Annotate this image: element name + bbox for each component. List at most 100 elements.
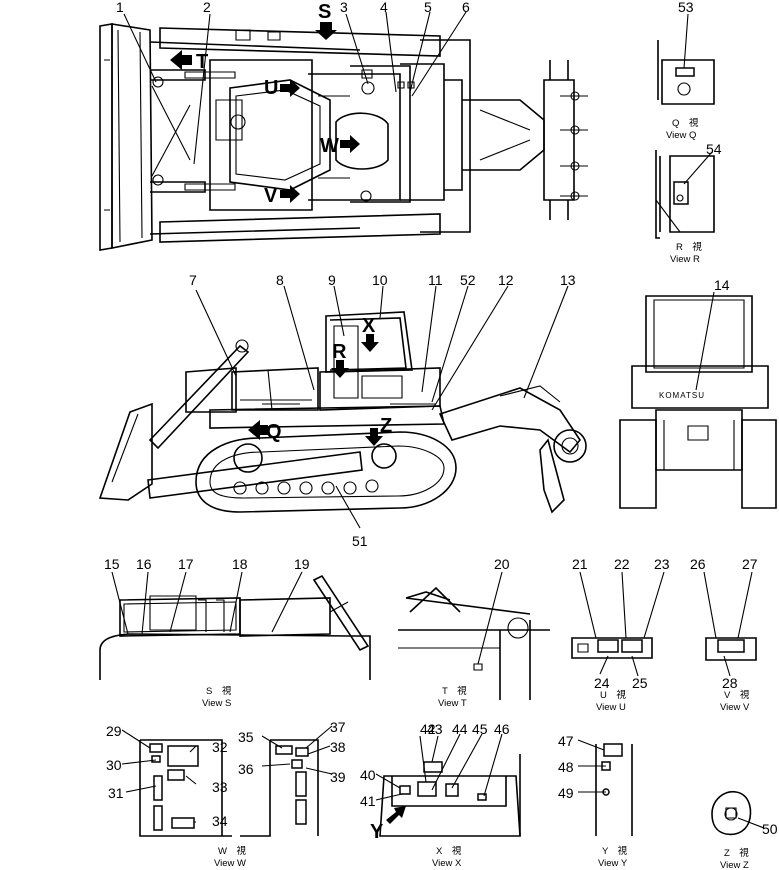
view-z-caption-jp: Z 視 [724,847,749,859]
callout-number: 6 [462,0,470,15]
callout-number: 14 [714,277,730,293]
callout-number: 7 [189,272,197,288]
arrow-y-icon [386,806,406,824]
callout-number: 20 [494,556,510,572]
view-u-caption-jp: U 視 [600,689,626,701]
callout-number: 44 [452,721,468,737]
view-t-caption: View T [438,698,467,709]
callout-number: 49 [558,785,574,801]
callout-number: 26 [690,556,706,572]
arrow-letter-v: V [264,185,278,207]
arrow-q-icon [248,420,268,440]
callout-number: 18 [232,556,248,572]
callout-number: 25 [632,675,648,691]
callout-numbers: 1 2 3 4 5 6 7 8 9 10 11 12 13 14 15 16 1… [104,0,778,837]
callout-number: 50 [762,821,778,837]
callout-number: 42 [420,721,436,737]
arrow-letter-w: W [320,135,339,157]
callout-number: 53 [678,0,694,15]
callout-number: 36 [238,761,254,777]
view-s-caption-jp: S 視 [206,685,232,697]
view-arrow-letters: S T U V W Q R X Z Y [196,1,392,843]
arrow-letter-x: X [362,315,376,337]
callout-number: 40 [360,767,376,783]
view-u-caption: View U [596,702,626,713]
callout-number: 45 [472,721,488,737]
arrow-v-icon [280,185,300,203]
callout-number: 30 [106,757,122,773]
rear-view-drawing: KOMATSU [620,296,776,508]
callout-number: 16 [136,556,152,572]
callout-number: 38 [330,739,346,755]
callout-number: 41 [360,793,376,809]
view-w-caption-jp: W 視 [218,845,246,857]
callout-number: 21 [572,556,588,572]
view-r-caption-jp: R 視 [676,241,702,253]
callout-number: 15 [104,556,120,572]
callout-number: 35 [238,729,254,745]
view-x-caption: View X [432,858,462,869]
view-x-caption-jp: X 視 [436,845,462,857]
callout-number: 37 [330,719,346,735]
callout-number: 43 [427,721,443,737]
view-y-drawing [596,744,632,836]
callout-number: 2 [203,0,211,15]
side-view-drawing [100,312,586,512]
view-t-drawing [398,588,550,700]
view-q-r-drawing [656,40,714,238]
callout-number: 27 [742,556,758,572]
view-r-caption: View R [670,254,700,265]
view-x-drawing [380,754,520,836]
arrow-letter-y: Y [370,821,384,843]
callout-number: 22 [614,556,630,572]
callout-number: 51 [352,533,368,549]
view-v-caption: View V [720,702,750,713]
view-arrows [170,22,406,824]
callout-number: 9 [328,272,336,288]
arrow-letter-t: T [196,51,208,73]
view-u-v-drawing [572,638,756,660]
callout-number: 12 [498,272,514,288]
callout-number: 52 [460,272,476,288]
view-t-caption-jp: T 視 [442,685,467,697]
view-y-caption: View Y [598,858,628,869]
callout-number: 23 [654,556,670,572]
view-q-caption: View Q [666,130,696,141]
arrow-letter-r: R [332,341,347,363]
callout-number: 3 [340,0,348,15]
callout-number: 29 [106,723,122,739]
arrow-letter-s: S [318,1,331,23]
callout-number: 5 [424,0,432,15]
brand-text: KOMATSU [659,391,705,400]
arrow-s-icon [315,22,337,40]
view-captions: Q 視 View Q R 視 View R S 視 View S T 視 Vie… [202,117,750,870]
view-v-caption-jp: V 視 [724,689,750,701]
callout-number: 33 [212,779,228,795]
callout-number: 8 [276,272,284,288]
callout-number: 1 [116,0,124,15]
callout-number: 10 [372,272,388,288]
view-s-drawing [100,576,370,680]
callout-number: 11 [428,272,443,288]
callout-number: 34 [212,813,228,829]
callout-number: 48 [558,759,574,775]
arrow-w-icon [340,135,360,153]
arrow-t-icon [170,50,192,70]
view-w-drawing [140,740,318,836]
callout-number: 28 [722,675,738,691]
callout-number: 47 [558,733,574,749]
callout-number: 4 [380,0,388,15]
arrow-u-icon [280,79,300,97]
arrow-z-icon [365,428,383,446]
arrow-letter-q: Q [266,421,282,443]
view-q-caption-jp: Q 視 [672,117,699,129]
callout-number: 24 [594,675,610,691]
view-s-caption: View S [202,698,231,709]
leader-lines [112,12,764,828]
callout-number: 19 [294,556,310,572]
callout-number: 39 [330,769,346,785]
callout-number: 17 [178,556,194,572]
top-view-drawing [100,24,588,250]
view-w-caption: View W [214,858,246,869]
